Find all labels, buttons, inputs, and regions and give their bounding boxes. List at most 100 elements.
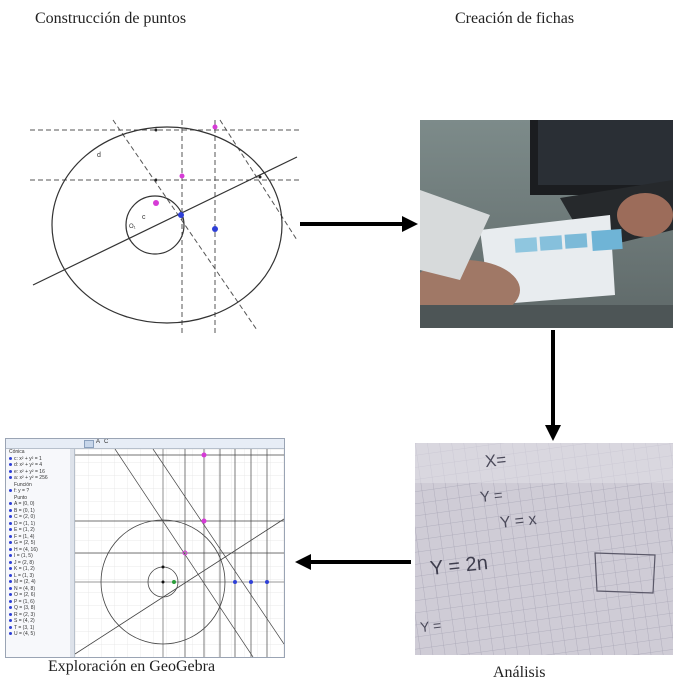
algebra-row-text: J = (2, 8) xyxy=(14,559,34,566)
visibility-dot-icon[interactable] xyxy=(9,469,12,473)
gg-blue-point-3[interactable] xyxy=(265,580,269,584)
algebra-row[interactable]: e: x² + y² = 16 xyxy=(6,469,74,476)
gg-pink-point-3[interactable] xyxy=(182,550,188,556)
gg-black-point-2[interactable] xyxy=(161,565,165,569)
algebra-row-text: Punto xyxy=(14,494,28,501)
blue-point-1 xyxy=(178,212,184,218)
algebra-row[interactable]: a: x² + y² = 256 xyxy=(6,475,74,482)
gg-blue-point-1[interactable] xyxy=(233,580,237,584)
graphics-view[interactable] xyxy=(75,449,284,657)
tool-text-a[interactable]: A xyxy=(96,439,101,445)
visibility-dot-icon[interactable] xyxy=(9,619,12,623)
caption-exploracion: Exploración en GeoGebra xyxy=(48,658,216,675)
algebra-row-text: F = (1, 4) xyxy=(14,533,35,540)
algebra-row[interactable]: C = (2, 0) xyxy=(6,514,74,521)
visibility-dot-icon[interactable] xyxy=(9,463,12,467)
algebra-row[interactable]: L = (1, 3) xyxy=(6,573,74,580)
visibility-dot-icon[interactable] xyxy=(9,508,12,512)
tool-text-c[interactable]: C xyxy=(104,439,109,445)
visibility-dot-icon[interactable] xyxy=(9,534,12,538)
algebra-row-text: R = (2, 3) xyxy=(14,611,35,618)
visibility-dot-icon[interactable] xyxy=(9,521,12,525)
algebra-row[interactable]: I = (1, 5) xyxy=(6,553,74,560)
black-point-1 xyxy=(154,128,158,132)
visibility-dot-icon[interactable] xyxy=(9,483,12,486)
visibility-dot-icon[interactable] xyxy=(9,502,12,506)
algebra-row[interactable]: P = (1, 6) xyxy=(6,599,74,606)
visibility-dot-icon[interactable] xyxy=(9,476,12,480)
algebra-row[interactable]: E = (1, 2) xyxy=(6,527,74,534)
visibility-dot-icon[interactable] xyxy=(9,567,12,571)
arrow-left xyxy=(295,554,411,570)
visibility-dot-icon[interactable] xyxy=(9,593,12,597)
algebra-row[interactable]: A = (0, 0) xyxy=(6,501,74,508)
visibility-dot-icon[interactable] xyxy=(9,625,12,629)
visibility-dot-icon[interactable] xyxy=(9,586,12,590)
algebra-row[interactable]: Q = (3, 8) xyxy=(6,605,74,612)
visibility-dot-icon[interactable] xyxy=(9,599,12,603)
algebra-row[interactable]: N = (4, 8) xyxy=(6,586,74,593)
gg-green-point[interactable] xyxy=(172,580,176,584)
algebra-row-text: U = (4, 5) xyxy=(14,631,35,637)
algebra-row[interactable]: F = (1, 4) xyxy=(6,534,74,541)
large-ellipse xyxy=(51,126,283,324)
algebra-row-text: S = (4, 2) xyxy=(14,618,35,624)
visibility-dot-icon[interactable] xyxy=(9,612,12,616)
photo-creacion-fichas xyxy=(420,120,673,328)
visibility-dot-icon[interactable] xyxy=(9,554,12,558)
geogebra-toolbar: A C xyxy=(6,439,284,449)
label-c: c xyxy=(142,214,146,221)
algebra-row[interactable]: H = (4, 16) xyxy=(6,547,74,554)
algebra-row[interactable]: f: y = ? xyxy=(6,488,74,495)
blue-card-2 xyxy=(539,235,563,251)
blue-card-1 xyxy=(514,237,538,253)
algebra-row[interactable]: Función xyxy=(6,482,74,489)
visibility-dot-icon[interactable] xyxy=(9,515,12,519)
gg-pink-point-2[interactable] xyxy=(201,518,207,524)
algebra-row[interactable]: O = (2, 6) xyxy=(6,592,74,599)
algebra-row[interactable]: R = (2, 3) xyxy=(6,612,74,619)
algebra-row[interactable]: D = (1, 1) xyxy=(6,521,74,528)
algebra-row[interactable]: d: x² + y² = 4 xyxy=(6,462,74,469)
algebra-row-text: d: x² + y² = 4 xyxy=(14,462,43,468)
gg-black-point-1[interactable] xyxy=(161,580,165,584)
visibility-dot-icon[interactable] xyxy=(9,573,12,577)
visibility-dot-icon[interactable] xyxy=(9,489,12,493)
algebra-row[interactable]: G = (2, 5) xyxy=(6,540,74,547)
visibility-dot-icon[interactable] xyxy=(9,632,12,636)
algebra-row-text: M = (2, 4) xyxy=(14,579,36,585)
tool-cursor-icon[interactable] xyxy=(84,440,94,448)
algebra-row-text: c: x² + y² = 1 xyxy=(14,455,42,462)
visibility-dot-icon[interactable] xyxy=(9,580,12,584)
arrow-down xyxy=(545,330,561,441)
algebra-row[interactable]: S = (4, 2) xyxy=(6,618,74,625)
algebra-row[interactable]: B = (0, 1) xyxy=(6,508,74,515)
algebra-row[interactable]: J = (2, 8) xyxy=(6,560,74,567)
algebra-row[interactable]: Punto xyxy=(6,495,74,502)
algebra-row-text: N = (4, 8) xyxy=(14,585,35,592)
visibility-dot-icon[interactable] xyxy=(9,606,12,610)
algebra-row[interactable]: M = (2, 4) xyxy=(6,579,74,586)
algebra-row[interactable]: c: x² + y² = 1 xyxy=(6,456,74,463)
gg-pink-point-1[interactable] xyxy=(201,452,207,458)
algebra-row[interactable]: K = (1, 2) xyxy=(6,566,74,573)
algebra-row-text: L = (1, 3) xyxy=(14,572,34,579)
visibility-dot-icon[interactable] xyxy=(9,560,12,564)
diagonal-line-1 xyxy=(114,449,254,657)
algebra-row-text: I = (1, 5) xyxy=(14,553,33,559)
visibility-dot-icon[interactable] xyxy=(9,528,12,532)
algebra-row[interactable]: U = (4, 5) xyxy=(6,631,74,638)
visibility-dot-icon[interactable] xyxy=(9,547,12,551)
note-y3: Y = xyxy=(419,616,442,636)
pink-point-1 xyxy=(153,200,159,206)
algebra-scrollbar[interactable] xyxy=(70,449,74,657)
visibility-dot-icon[interactable] xyxy=(9,456,12,460)
algebra-row-text: O = (2, 6) xyxy=(14,592,36,598)
gg-blue-point-2[interactable] xyxy=(249,580,253,584)
visibility-dot-icon[interactable] xyxy=(9,541,12,545)
algebra-row[interactable]: T = (3, 1) xyxy=(6,625,74,632)
visibility-dot-icon[interactable] xyxy=(9,496,12,499)
pink-point-3 xyxy=(212,124,218,130)
diagonal-line-2 xyxy=(152,449,284,645)
